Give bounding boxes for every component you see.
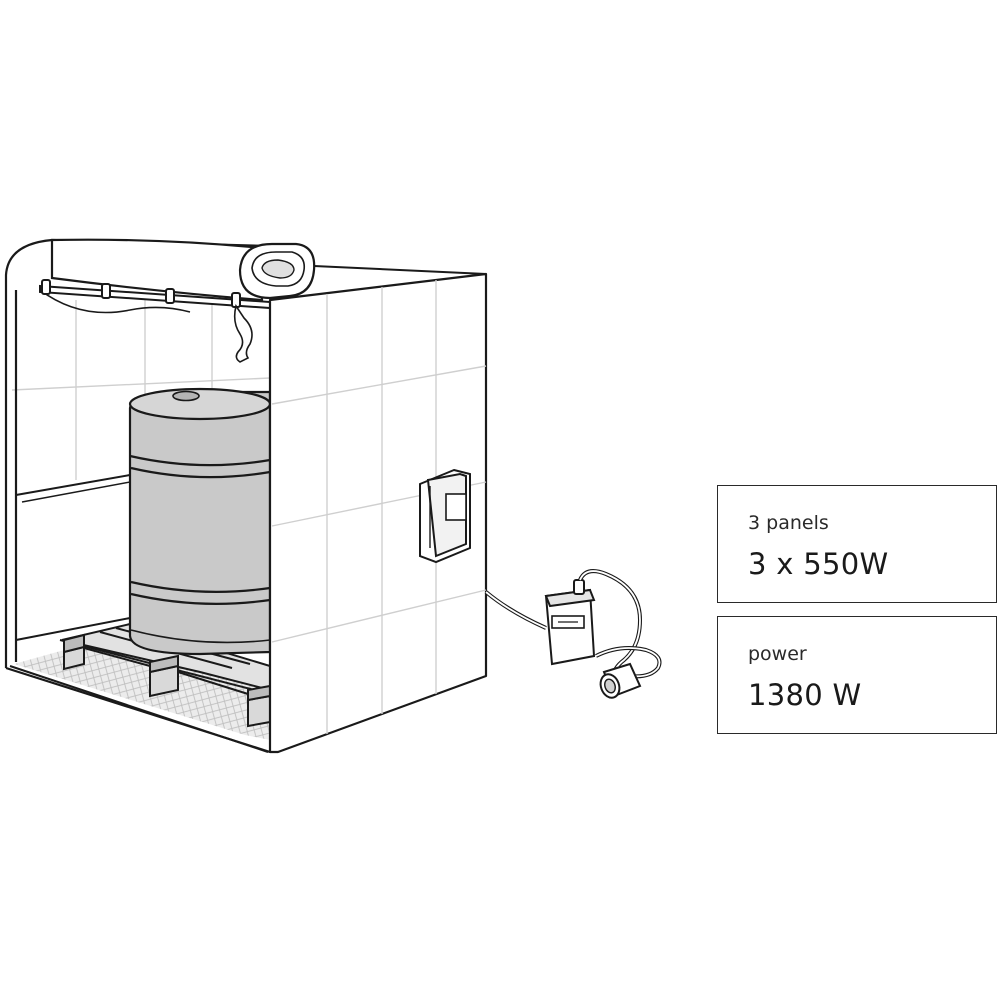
enclosure-frame xyxy=(4,238,271,754)
rolled-cover xyxy=(50,238,316,302)
power-plug xyxy=(599,662,642,699)
spec-power-value: 1380 W xyxy=(748,678,862,712)
power-cable xyxy=(484,590,547,630)
spec-card-power: power 1380 W xyxy=(717,616,997,734)
hanging-rod xyxy=(39,279,271,363)
spec-card-panels: 3 panels 3 x 550W xyxy=(717,485,997,603)
controller-pocket xyxy=(419,468,471,564)
spec-panels-value: 3 x 550W xyxy=(748,547,889,581)
spec-power-label: power xyxy=(748,643,807,665)
plug-cord xyxy=(578,569,662,689)
drum xyxy=(128,387,272,656)
spec-panels-label: 3 panels xyxy=(748,512,829,534)
thermostat-controller xyxy=(544,579,596,666)
